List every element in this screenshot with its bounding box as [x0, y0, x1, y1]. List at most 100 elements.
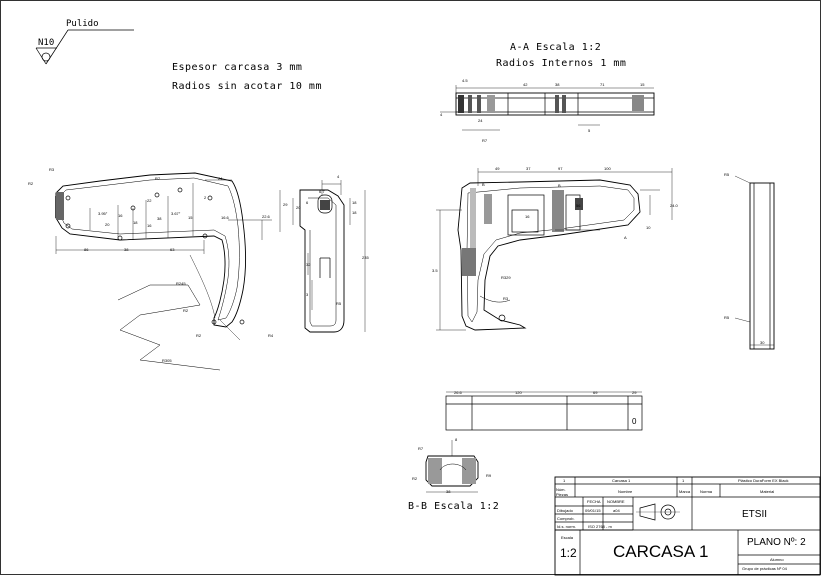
tb-escala-label: Escala [561, 535, 574, 540]
tb-norma-value: ISO 2768 - m [588, 524, 612, 529]
parts-strip-col: 29 [632, 390, 637, 395]
dim-label: R4 [268, 333, 274, 338]
dim-label: R245 [176, 281, 186, 286]
dim-label: 24 [218, 176, 223, 181]
dim-label: 38 [555, 82, 560, 87]
dim-label: B [482, 182, 485, 187]
tb-part-name: Carcasa 1 [612, 478, 631, 483]
tb-col-num: Núm. Piezas [556, 487, 569, 497]
dim-label: 63 [170, 247, 175, 252]
dim-label: 16.6 [221, 215, 229, 220]
dim-label: 4 [337, 174, 340, 179]
dim-label: 30 [760, 340, 765, 345]
dim-label: 18 [352, 200, 357, 205]
parts-strip-col: 26.6 [454, 390, 462, 395]
parts-strip-col: 69 [593, 390, 598, 395]
dim-label: 4 [440, 112, 443, 117]
dim-label: 3.95° [98, 211, 108, 216]
dim-label: 32 [306, 262, 311, 267]
dim-label: 20 [105, 222, 110, 227]
tb-head-fecha: FECHA [587, 499, 601, 504]
tb-grupo: Grupo de prácticas Nº 04 [742, 566, 787, 571]
dim-label: 100 [604, 166, 611, 171]
dim-label: 3.5 [432, 268, 438, 273]
dim-label: 6 [306, 200, 309, 205]
side-view [279, 180, 366, 333]
dim-label: 86 [84, 247, 89, 252]
section-aa-subtitle: Radios Internos 1 mm [496, 58, 627, 69]
dim-label: R2 [412, 476, 418, 481]
dim-label: R2 [196, 333, 202, 338]
main-section-view [436, 168, 673, 331]
dim-label: 38 [446, 489, 451, 494]
dim-label: 49 [495, 166, 500, 171]
parts-list-strip [445, 391, 643, 431]
tb-dibujado-label: Dibujado [557, 508, 573, 513]
dim-label: 3 [306, 292, 309, 297]
tb-col-nombre: Nombre [618, 489, 633, 494]
dim-label: 38 [157, 216, 162, 221]
dim-label: A [624, 235, 627, 240]
right-view [734, 175, 775, 350]
section-aa-strip [440, 85, 655, 131]
tb-comprobado-label: Comprob. [557, 516, 575, 521]
dim-label: 24 [478, 118, 483, 123]
dim-label: 4.5 [462, 78, 468, 83]
tb-col-material: Material [760, 489, 775, 494]
dim-label: 42 [523, 82, 528, 87]
tb-marca: 1 [682, 478, 685, 483]
radii-note: Radios sin acotar 10 mm [172, 81, 322, 92]
parts-strip-qty: 0 [632, 417, 637, 426]
surface-finish-symbol [35, 29, 134, 65]
tb-plano-number: PLANO Nº: 2 [747, 537, 806, 548]
dim-label: 37 [526, 166, 531, 171]
surface-roughness-symbol: N10 [38, 38, 55, 48]
dim-label: 22 [147, 198, 152, 203]
dim-label: 71 [600, 82, 605, 87]
tb-col-norma: Norma [700, 489, 713, 494]
dim-label: 8 [455, 437, 458, 442]
dim-label: 97 [558, 166, 563, 171]
dim-label: 20 [296, 205, 301, 210]
dim-label: 6.7 [319, 189, 325, 194]
dim-label: R5 [724, 172, 730, 177]
tb-qty: 1 [563, 478, 566, 483]
dim-label: R3 [503, 296, 509, 301]
dim-label: 15 [188, 215, 193, 220]
tb-head-nombre: NOMBRE [607, 499, 625, 504]
dim-label: R329 [501, 275, 511, 280]
dim-label: 16 [147, 223, 152, 228]
thickness-note: Espesor carcasa 3 mm [172, 62, 303, 73]
dim-label: 10 [646, 225, 651, 230]
dim-label: R5 [724, 315, 730, 320]
dim-label: R2 [28, 181, 34, 186]
dim-label: R7 [482, 138, 488, 143]
dim-label: R7 [155, 176, 161, 181]
dim-label: 18 [352, 210, 357, 215]
dim-label: 24.0 [670, 203, 678, 208]
dim-label: 29 [283, 202, 288, 207]
title-block-frame [554, 476, 821, 576]
dim-label: R5 [336, 301, 342, 306]
section-bb-title: B-B Escala 1:2 [408, 501, 500, 512]
tb-material: Plástico DuraForm EX Black [738, 478, 789, 483]
dim-label: 16 [118, 213, 123, 218]
dim-label: 18 [133, 220, 138, 225]
dim-label: 2 [204, 195, 207, 200]
dim-label: 5 [588, 128, 591, 133]
dim-label: 235 [362, 255, 369, 260]
dim-label: 15 [640, 82, 645, 87]
dim-label: R9 [486, 473, 492, 478]
dim-label: 56 [576, 203, 581, 208]
dim-label: 38 [124, 247, 129, 252]
tb-scale: 1:2 [560, 546, 577, 560]
section-aa-title: A-A Escala 1:2 [510, 42, 602, 53]
front-view [55, 172, 272, 371]
tb-dibujado-nombre: a04 [613, 508, 620, 513]
surface-finish-text: Pulido [66, 19, 99, 29]
dim-label: R305 [162, 358, 172, 363]
tb-dibujado-fecha: 09/01/15 [585, 508, 601, 513]
dim-label: R7 [418, 446, 424, 451]
